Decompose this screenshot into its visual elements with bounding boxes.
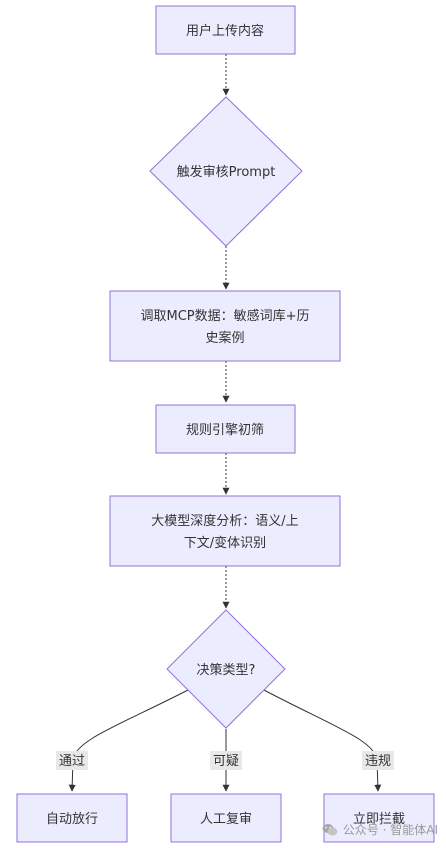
node-block: 立即拦截	[323, 793, 435, 843]
svg-text:大模型深度分析：语义/上: 大模型深度分析：语义/上	[151, 513, 298, 529]
svg-text:调取MCP数据：敏感词库+历: 调取MCP数据：敏感词库+历	[140, 308, 309, 324]
svg-text:用户上传内容: 用户上传内容	[186, 23, 264, 39]
svg-text:立即拦截: 立即拦截	[353, 812, 405, 827]
svg-text:触发审核Prompt: 触发审核Prompt	[177, 164, 276, 180]
watermark: 公众号 · 智能体AI	[322, 821, 438, 838]
wechat-icon	[322, 823, 338, 837]
watermark-text: 公众号 · 智能体AI	[342, 823, 438, 837]
node-user-upload: 用户上传内容	[155, 5, 296, 55]
svg-text:人工复审: 人工复审	[200, 812, 252, 827]
edge-label-violation: 违规	[362, 751, 394, 770]
node-trigger-prompt: 触发审核Prompt	[149, 96, 303, 247]
node-mcp-data: 调取MCP数据：敏感词库+历 史案例	[109, 290, 341, 362]
edge-label-pass: 通过	[56, 751, 88, 770]
svg-text:规则引擎初筛: 规则引擎初筛	[186, 423, 264, 438]
svg-text:史案例: 史案例	[205, 331, 244, 346]
node-auto-release: 自动放行	[16, 793, 128, 843]
svg-text:自动放行: 自动放行	[46, 812, 98, 827]
edge-decision-to-block	[261, 688, 382, 792]
edge-label-suspicious: 可疑	[210, 751, 242, 770]
svg-text:可疑: 可疑	[213, 753, 239, 769]
node-rule-engine: 规则引擎初筛	[155, 404, 296, 454]
svg-text:通过: 通过	[59, 754, 85, 769]
node-manual-review: 人工复审	[170, 793, 282, 843]
svg-text:下文/变体识别: 下文/变体识别	[184, 535, 266, 551]
node-decision: 决策类型?	[166, 609, 286, 729]
svg-text:决策类型?: 决策类型?	[197, 662, 256, 678]
edge-decision-to-auto	[68, 688, 191, 792]
node-llm-analysis: 大模型深度分析：语义/上 下文/变体识别	[109, 495, 341, 567]
svg-text:违规: 违规	[365, 754, 391, 769]
